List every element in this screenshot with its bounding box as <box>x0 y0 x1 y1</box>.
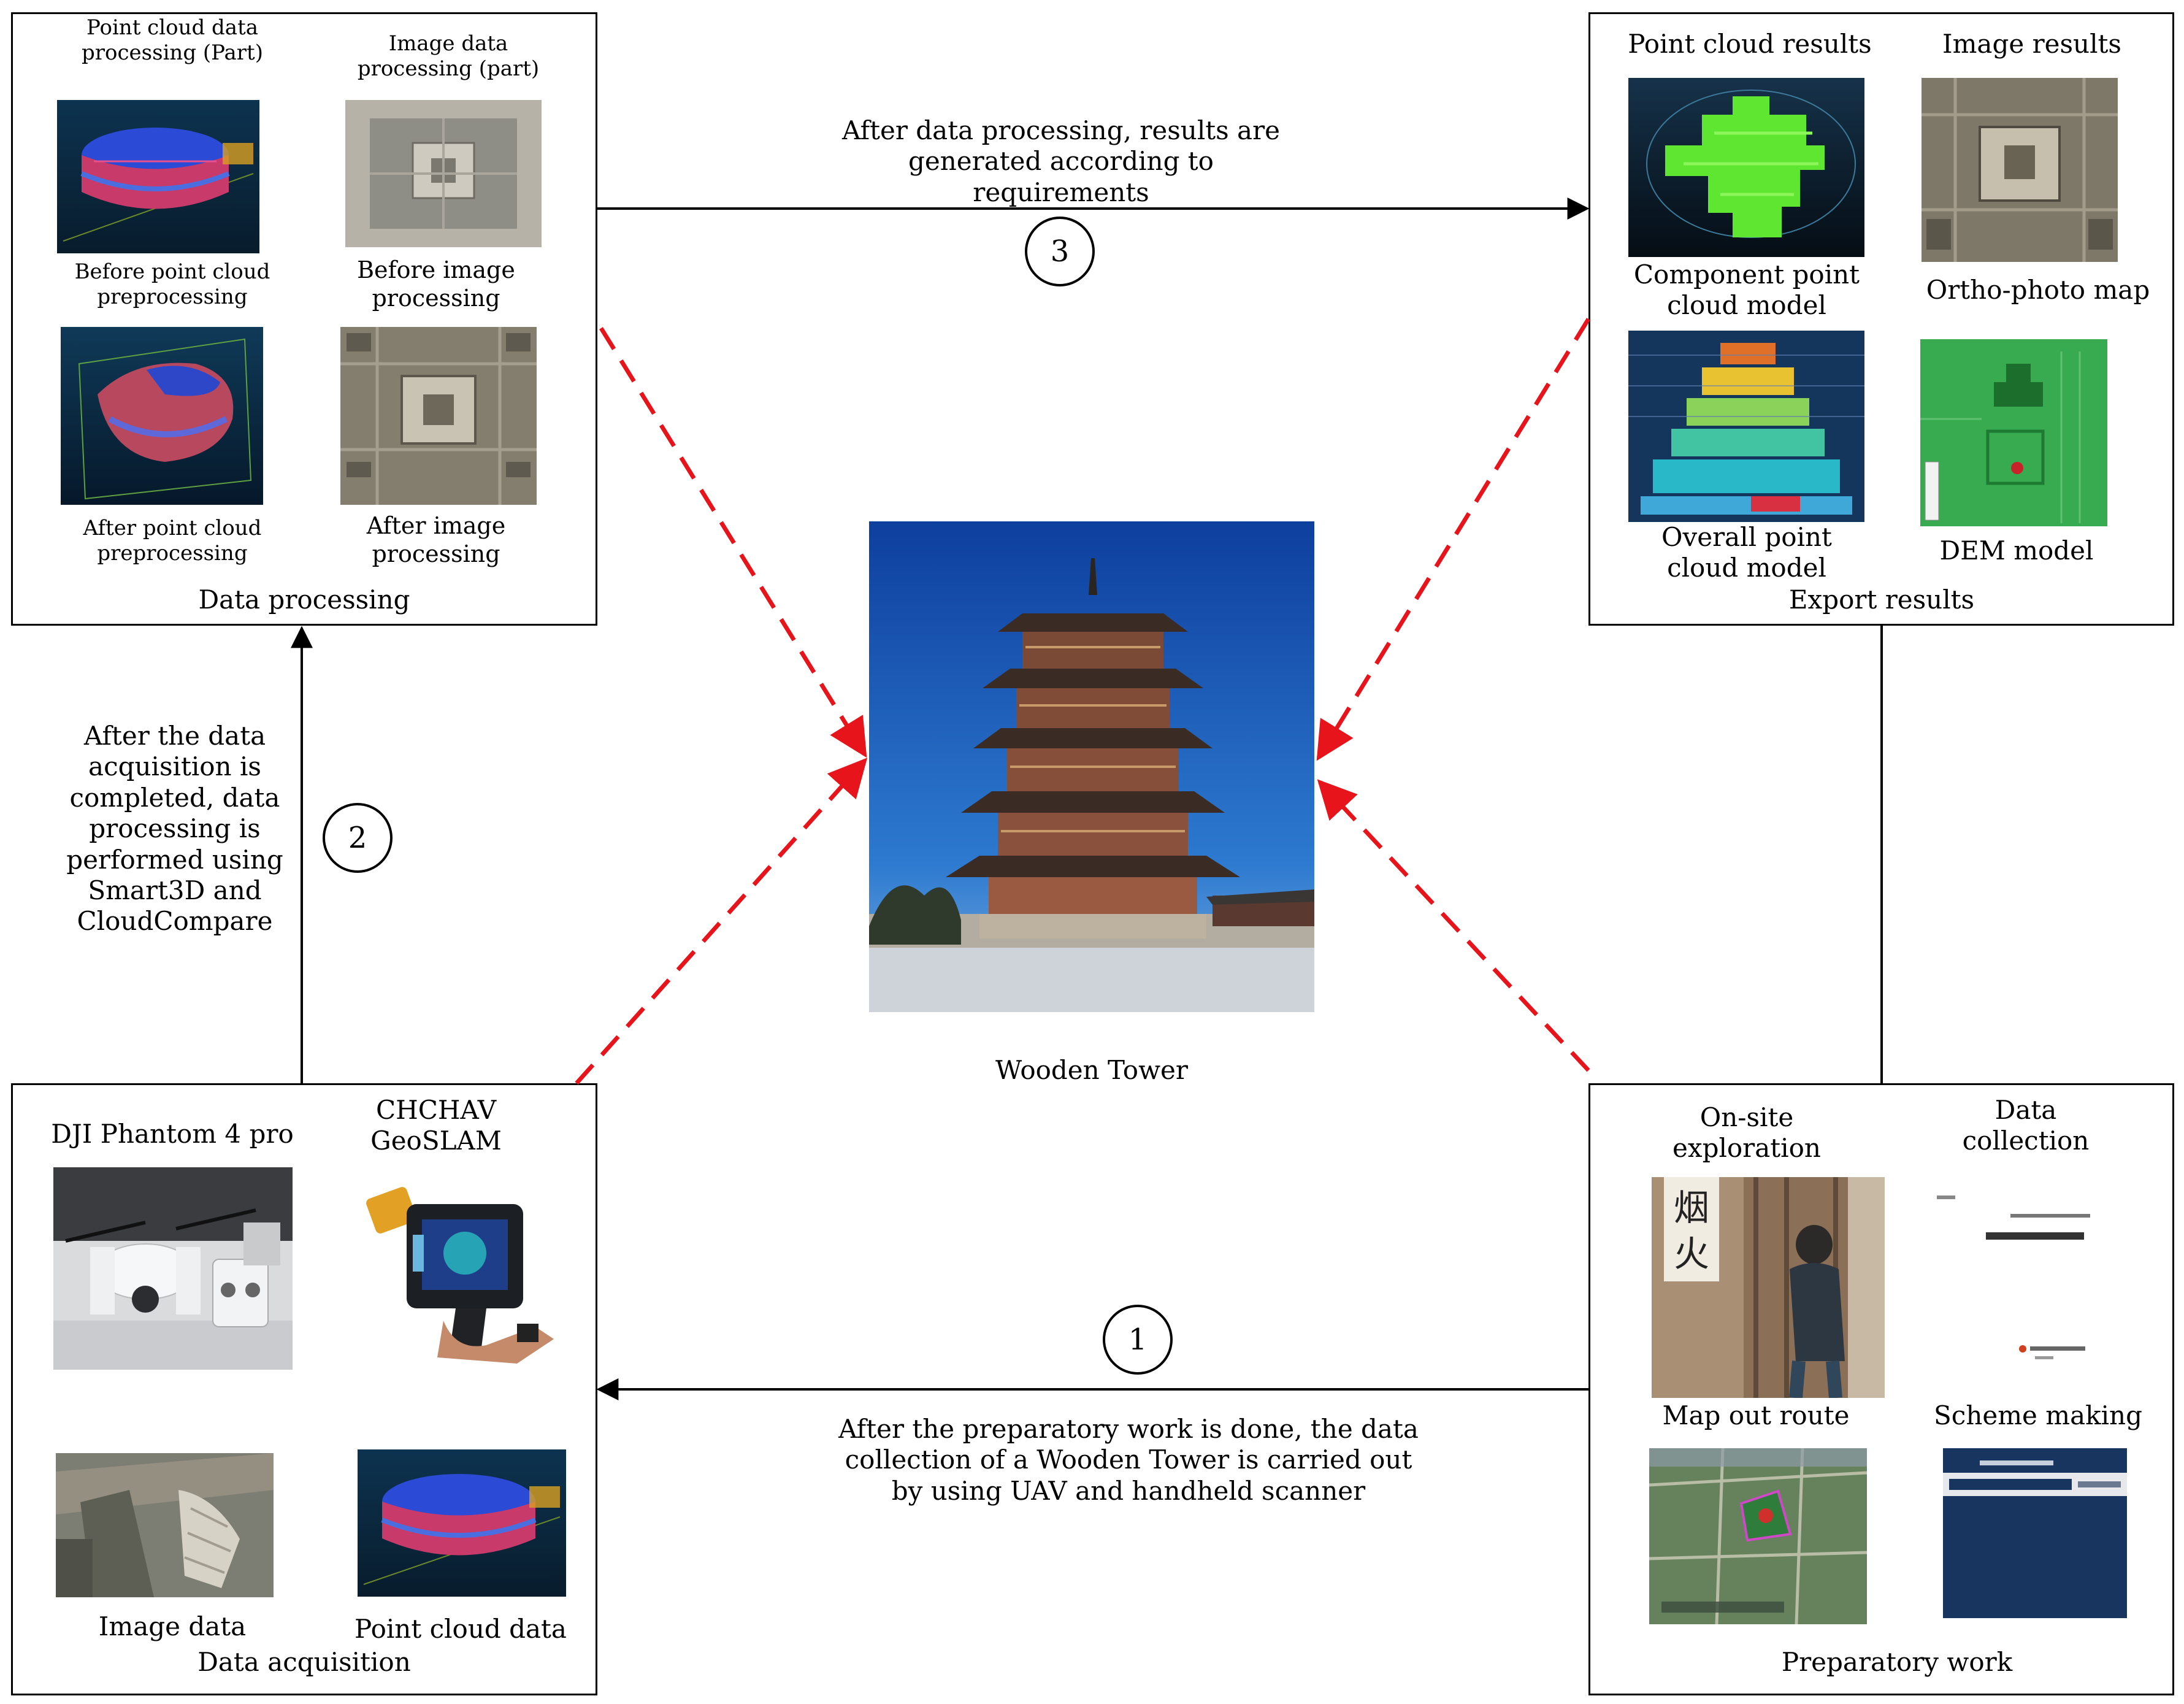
img-processing-part-image <box>345 100 542 247</box>
step2-text: After the data acquisition is completed,… <box>66 721 283 937</box>
ortho-photo-image <box>1922 78 2118 262</box>
dashed-arrow-preparatory <box>1317 779 1590 1072</box>
component-pc-image <box>1628 78 1864 257</box>
pc-processing-part-image <box>57 100 259 253</box>
step3-text: After data processing, results are gener… <box>841 115 1281 207</box>
wooden-tower-label: Wooden Tower <box>995 1055 1188 1085</box>
dem-model-image <box>1920 339 2107 526</box>
pc-data-image <box>358 1449 566 1597</box>
img-results-label: Image results <box>1942 29 2121 59</box>
pc-results-label: Point cloud results <box>1628 29 1872 59</box>
step1-circle <box>1103 1305 1173 1375</box>
map-route-label: Map out route <box>1662 1400 1850 1430</box>
data-acquisition-title: Data acquisition <box>197 1647 411 1677</box>
scheme-label: Scheme making <box>1934 1400 2142 1430</box>
img-processing-part-label: Image data processing (part) <box>357 31 540 81</box>
after-img-label: After image processing <box>366 512 506 567</box>
dji-label: DJI Phantom 4 pro <box>51 1119 294 1149</box>
scheme-cover-image <box>1943 1448 2127 1618</box>
image-data-image <box>56 1453 274 1597</box>
step2-number: 2 <box>348 821 367 855</box>
overall-model-label: Overall point cloud model <box>1661 522 1832 583</box>
step1-number: 1 <box>1128 1322 1148 1357</box>
sign-char-1: 烟 <box>1674 1187 1709 1229</box>
dem-model-label: DEM model <box>1939 535 2094 566</box>
dashed-arrow-processing <box>599 327 867 758</box>
before-pc-label: Before point cloud preprocessing <box>74 259 270 309</box>
ortho-map-label: Ortho-photo map <box>1926 275 2150 305</box>
scheme-doc-image <box>1931 1177 2133 1398</box>
pc-data-label: Point cloud data <box>354 1614 567 1644</box>
export-results-panel: Point cloud results Image results Compon… <box>1588 12 2174 626</box>
export-results-title: Export results <box>1788 585 1975 615</box>
before-pc-image <box>61 327 263 505</box>
pc-processing-part-label: Point cloud data processing (Part) <box>82 15 263 65</box>
data-processing-panel: Point cloud data processing (Part) Image… <box>11 12 597 626</box>
dashed-arrow-acquisition <box>575 758 868 1085</box>
after-pc-label: After point cloud preprocessing <box>83 516 262 566</box>
overall-pc-image <box>1628 331 1864 522</box>
preparatory-work-panel: On-site exploration Data collection 烟 火 … <box>1588 1083 2174 1695</box>
wooden-tower-photo <box>869 521 1314 1012</box>
step3-circle <box>1025 217 1095 286</box>
before-img-label: Before image processing <box>357 256 515 312</box>
data-processing-title: Data processing <box>198 585 410 615</box>
chchav-label: CHCHAV GeoSLAM <box>370 1095 502 1156</box>
step1-text: After the preparatory work is done, the … <box>838 1414 1419 1506</box>
step2-circle <box>323 803 393 873</box>
image-data-label: Image data <box>98 1611 247 1641</box>
step3-number: 3 <box>1051 234 1070 269</box>
route-map-image <box>1649 1448 1867 1624</box>
geoslam-scanner-image <box>333 1167 580 1370</box>
dji-drone-image <box>53 1167 293 1370</box>
before-img-image <box>340 327 537 505</box>
preparatory-work-title: Preparatory work <box>1781 1647 2013 1677</box>
dashed-arrow-export <box>1316 318 1590 761</box>
data-acquisition-panel: DJI Phantom 4 pro CHCHAV GeoSLAM <box>11 1083 597 1695</box>
component-model-label: Component point cloud model <box>1633 259 1860 321</box>
sign-char-2: 火 <box>1674 1233 1709 1275</box>
onsite-photo-image: 烟 火 <box>1652 1177 1885 1398</box>
data-collection-label: Data collection <box>1962 1095 2090 1156</box>
onsite-label: On-site exploration <box>1672 1102 1821 1164</box>
